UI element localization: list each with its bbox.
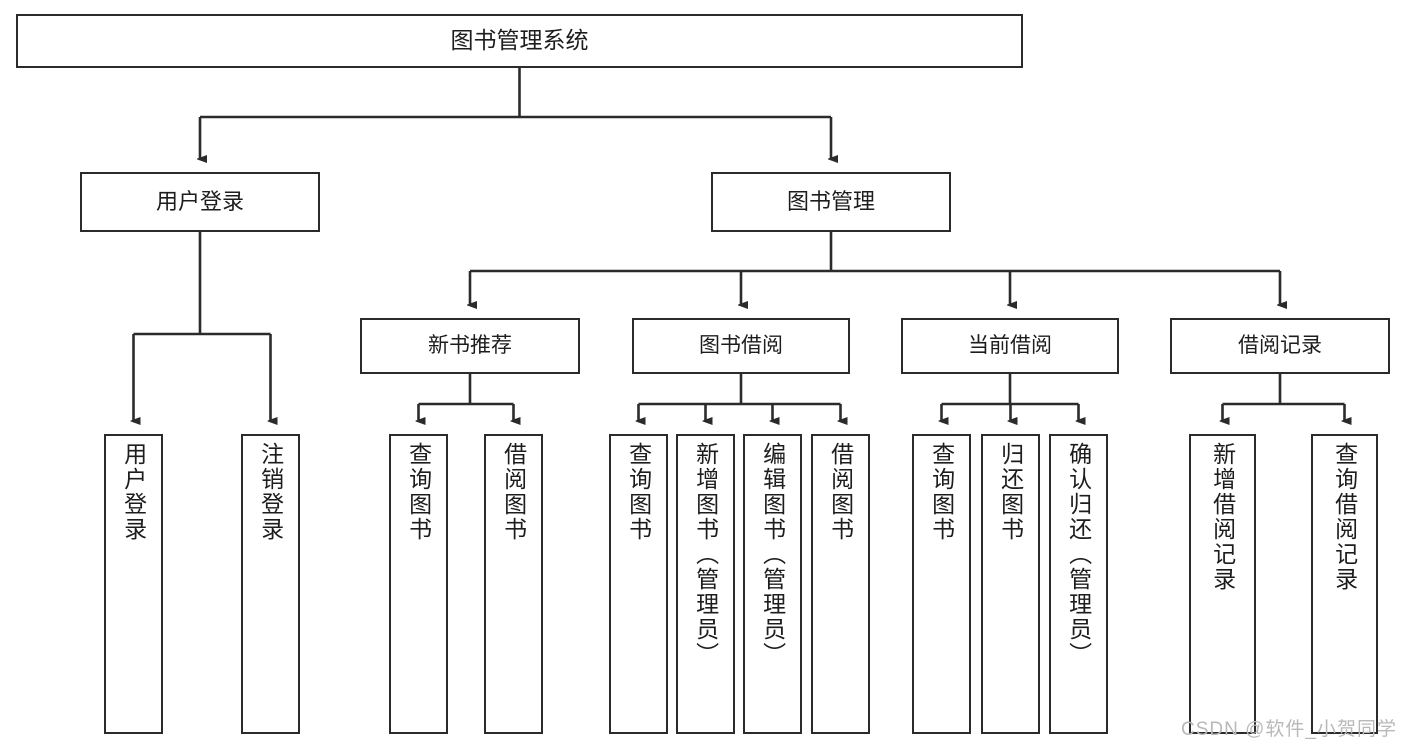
node-leaf-edit-book[interactable]: 编辑图书（管理员）: [743, 434, 802, 734]
node-label: 查询图书: [625, 442, 652, 542]
node-leaf-user-logout[interactable]: 注销登录: [241, 434, 300, 734]
node-leaf-query-book-1[interactable]: 查询图书: [389, 434, 448, 734]
node-leaf-add-record[interactable]: 新增借阅记录: [1189, 434, 1256, 734]
node-label: 新增图书（管理员）: [692, 442, 719, 667]
node-label: 当前借阅: [968, 333, 1052, 357]
node-leaf-query-record[interactable]: 查询借阅记录: [1311, 434, 1378, 734]
node-leaf-return-book[interactable]: 归还图书: [981, 434, 1040, 734]
node-label: 图书借阅: [699, 333, 783, 357]
node-label: 借阅记录: [1238, 333, 1322, 357]
node-leaf-query-book-3[interactable]: 查询图书: [912, 434, 971, 734]
node-label: 图书管理系统: [450, 27, 589, 54]
node-label: 查询图书: [405, 442, 432, 542]
node-label: 借阅图书: [500, 442, 527, 542]
node-leaf-add-book[interactable]: 新增图书（管理员）: [676, 434, 735, 734]
node-label: 用户登录: [155, 189, 244, 215]
node-label: 查询图书: [928, 442, 955, 542]
node-label: 查询借阅记录: [1331, 442, 1358, 592]
node-label: 图书管理: [786, 189, 875, 215]
node-leaf-confirm-return[interactable]: 确认归还（管理员）: [1049, 434, 1108, 734]
node-label: 确认归还（管理员）: [1065, 442, 1092, 667]
watermark-label: CSDN @软件_小贺同学: [1181, 719, 1397, 740]
node-label: 注销登录: [257, 442, 284, 542]
node-label: 新增借阅记录: [1209, 442, 1236, 592]
node-label: 编辑图书（管理员）: [759, 442, 786, 667]
node-root[interactable]: 图书管理系统: [16, 14, 1023, 68]
node-new-book-rec[interactable]: 新书推荐: [360, 318, 580, 374]
node-label: 借阅图书: [827, 442, 854, 542]
node-leaf-user-login[interactable]: 用户登录: [104, 434, 163, 734]
node-label: 归还图书: [997, 442, 1024, 542]
node-leaf-borrow-book-1[interactable]: 借阅图书: [484, 434, 543, 734]
node-label: 新书推荐: [428, 333, 512, 357]
node-label: 用户登录: [120, 442, 147, 542]
node-book-manage[interactable]: 图书管理: [711, 172, 951, 232]
node-book-borrow[interactable]: 图书借阅: [632, 318, 850, 374]
node-current-borrow[interactable]: 当前借阅: [901, 318, 1119, 374]
node-leaf-borrow-book-2[interactable]: 借阅图书: [811, 434, 870, 734]
node-leaf-query-book-2[interactable]: 查询图书: [609, 434, 668, 734]
node-user-login[interactable]: 用户登录: [80, 172, 320, 232]
node-borrow-record[interactable]: 借阅记录: [1170, 318, 1390, 374]
